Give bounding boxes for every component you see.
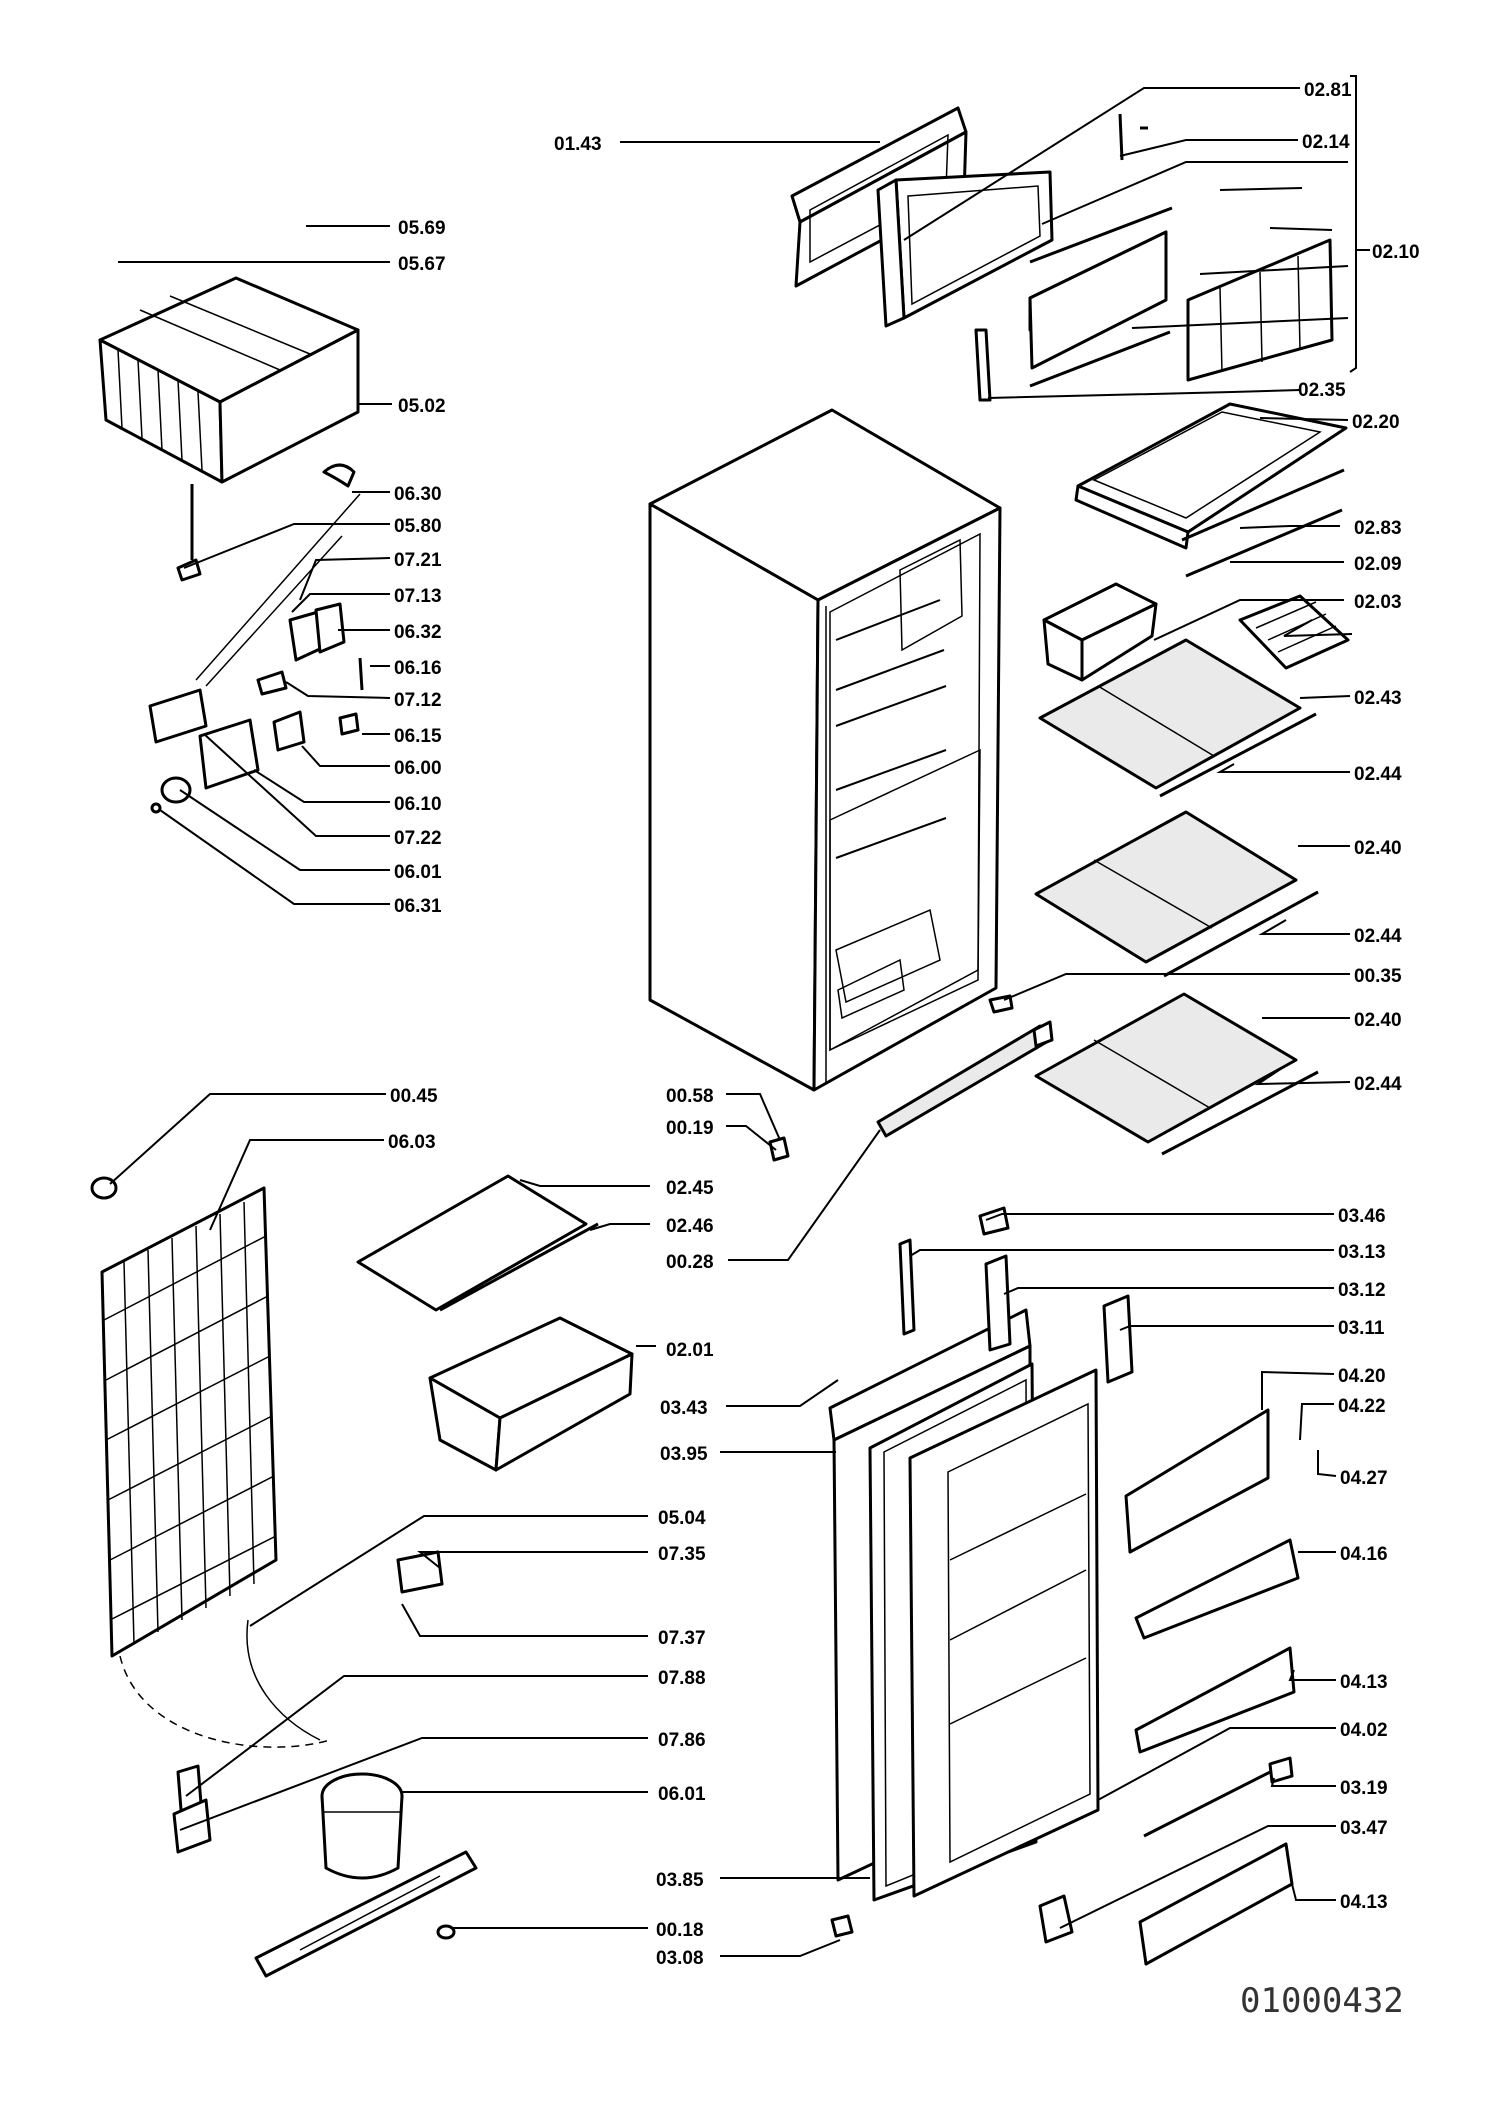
freezer-door-panel [876, 170, 1054, 328]
label-07-35: 07.35 [658, 1544, 706, 1565]
label-00-45: 00.45 [390, 1086, 438, 1107]
label-02-09: 02.09 [1354, 554, 1402, 575]
wire-shelf-3 [1034, 992, 1319, 1156]
label-04-16: 04.16 [1340, 1544, 1388, 1565]
label-04-27: 04.27 [1340, 1468, 1388, 1489]
label-04-20: 04.20 [1338, 1366, 1386, 1387]
label-02-20: 02.20 [1352, 412, 1400, 433]
label-07-86: 07.86 [658, 1730, 706, 1751]
label-06-15: 06.15 [394, 726, 442, 747]
label-07-12: 07.12 [394, 690, 442, 711]
thermostat-parts [148, 463, 364, 814]
wire-shelf-2 [1034, 810, 1319, 978]
label-07-37: 07.37 [658, 1628, 706, 1649]
label-04-02: 04.02 [1340, 1720, 1388, 1741]
label-05-67: 05.67 [398, 254, 446, 275]
evaporator [98, 276, 360, 560]
label-07-22: 07.22 [394, 828, 442, 849]
part-labels: 02.81 01.43 02.14 02.10 02.35 02.20 02.8… [388, 80, 1420, 1969]
label-07-21: 07.21 [394, 550, 442, 571]
label-00-58: 00.58 [666, 1086, 714, 1107]
label-03-12: 03.12 [1338, 1280, 1386, 1301]
label-02-44-c: 02.44 [1354, 1074, 1402, 1095]
door-inner-liner [908, 1368, 1100, 1898]
label-02-44-b: 02.44 [1354, 926, 1402, 947]
label-03-43: 03.43 [660, 1398, 708, 1419]
leveling-foot [768, 1136, 790, 1162]
crisper-cover [356, 1174, 599, 1312]
label-03-19: 03.19 [1340, 1778, 1388, 1799]
label-07-13: 07.13 [394, 586, 442, 607]
compressor [320, 1772, 404, 1880]
ice-cube-tray [1238, 594, 1350, 670]
label-06-01-b: 06.01 [658, 1784, 706, 1805]
label-06-30: 06.30 [394, 484, 442, 505]
label-02-01: 02.01 [666, 1340, 714, 1361]
label-02-46: 02.46 [666, 1216, 714, 1237]
label-02-35: 02.35 [1298, 380, 1346, 401]
door-hinge-parts [898, 1206, 1134, 1384]
label-03-11: 03.11 [1338, 1318, 1385, 1339]
label-03-13: 03.13 [1338, 1242, 1386, 1263]
label-06-03: 06.03 [388, 1132, 436, 1153]
refrigerant-line [119, 1619, 331, 1748]
leader-lines [109, 87, 1353, 1957]
label-06-32: 06.32 [394, 622, 442, 643]
label-03-47: 03.47 [1340, 1818, 1388, 1839]
door-handle-parts [1038, 1756, 1294, 1944]
label-02-10: 02.10 [1372, 242, 1420, 263]
label-06-16: 06.16 [394, 658, 442, 679]
label-00-18: 00.18 [656, 1920, 704, 1941]
compressor-base-plate [254, 1850, 478, 1978]
label-02-43: 02.43 [1354, 688, 1402, 709]
label-06-31: 06.31 [394, 896, 442, 917]
label-05-04: 05.04 [658, 1508, 706, 1529]
label-03-95: 03.95 [660, 1444, 708, 1465]
label-05-69: 05.69 [398, 218, 446, 239]
label-07-88: 07.88 [658, 1668, 706, 1689]
label-04-13-a: 04.13 [1340, 1672, 1388, 1693]
label-03-08: 03.08 [656, 1948, 704, 1969]
door-shelves [1124, 1408, 1300, 1966]
wire-shelf-1 [1038, 638, 1317, 798]
label-02-44-a: 02.44 [1354, 764, 1402, 785]
label-04-22: 04.22 [1338, 1396, 1386, 1417]
label-02-40-b: 02.40 [1354, 1010, 1402, 1031]
freezer-door-strips [974, 113, 1334, 402]
label-04-13-b: 04.13 [1340, 1892, 1388, 1913]
label-00-19: 00.19 [666, 1118, 714, 1139]
label-02-14: 02.14 [1302, 132, 1350, 153]
label-03-85: 03.85 [656, 1870, 704, 1891]
kick-plate [876, 1020, 1054, 1138]
label-01-43: 01.43 [554, 134, 602, 155]
crisper-drawer [428, 1316, 634, 1472]
ice-box [1042, 582, 1158, 682]
label-02-81: 02.81 [1304, 80, 1352, 101]
label-02-03: 02.03 [1354, 592, 1402, 613]
bracket-02-10 [1349, 75, 1370, 373]
label-05-02: 05.02 [398, 396, 446, 417]
label-06-01-a: 06.01 [394, 862, 442, 883]
label-00-35: 00.35 [1354, 966, 1402, 987]
condenser [100, 1186, 278, 1658]
label-06-00: 06.00 [394, 758, 442, 779]
label-05-80: 05.80 [394, 516, 442, 537]
label-00-28: 00.28 [666, 1252, 714, 1273]
diagram-code: 01000432 [1240, 1981, 1404, 2021]
label-02-45: 02.45 [666, 1178, 714, 1199]
label-02-83: 02.83 [1354, 518, 1402, 539]
label-06-10: 06.10 [394, 794, 442, 815]
label-02-40-a: 02.40 [1354, 838, 1402, 859]
label-03-46: 03.46 [1338, 1206, 1386, 1227]
refrigerator-cabinet [648, 408, 1002, 1092]
foot [436, 1914, 854, 1940]
freezer-tray [1074, 402, 1348, 578]
